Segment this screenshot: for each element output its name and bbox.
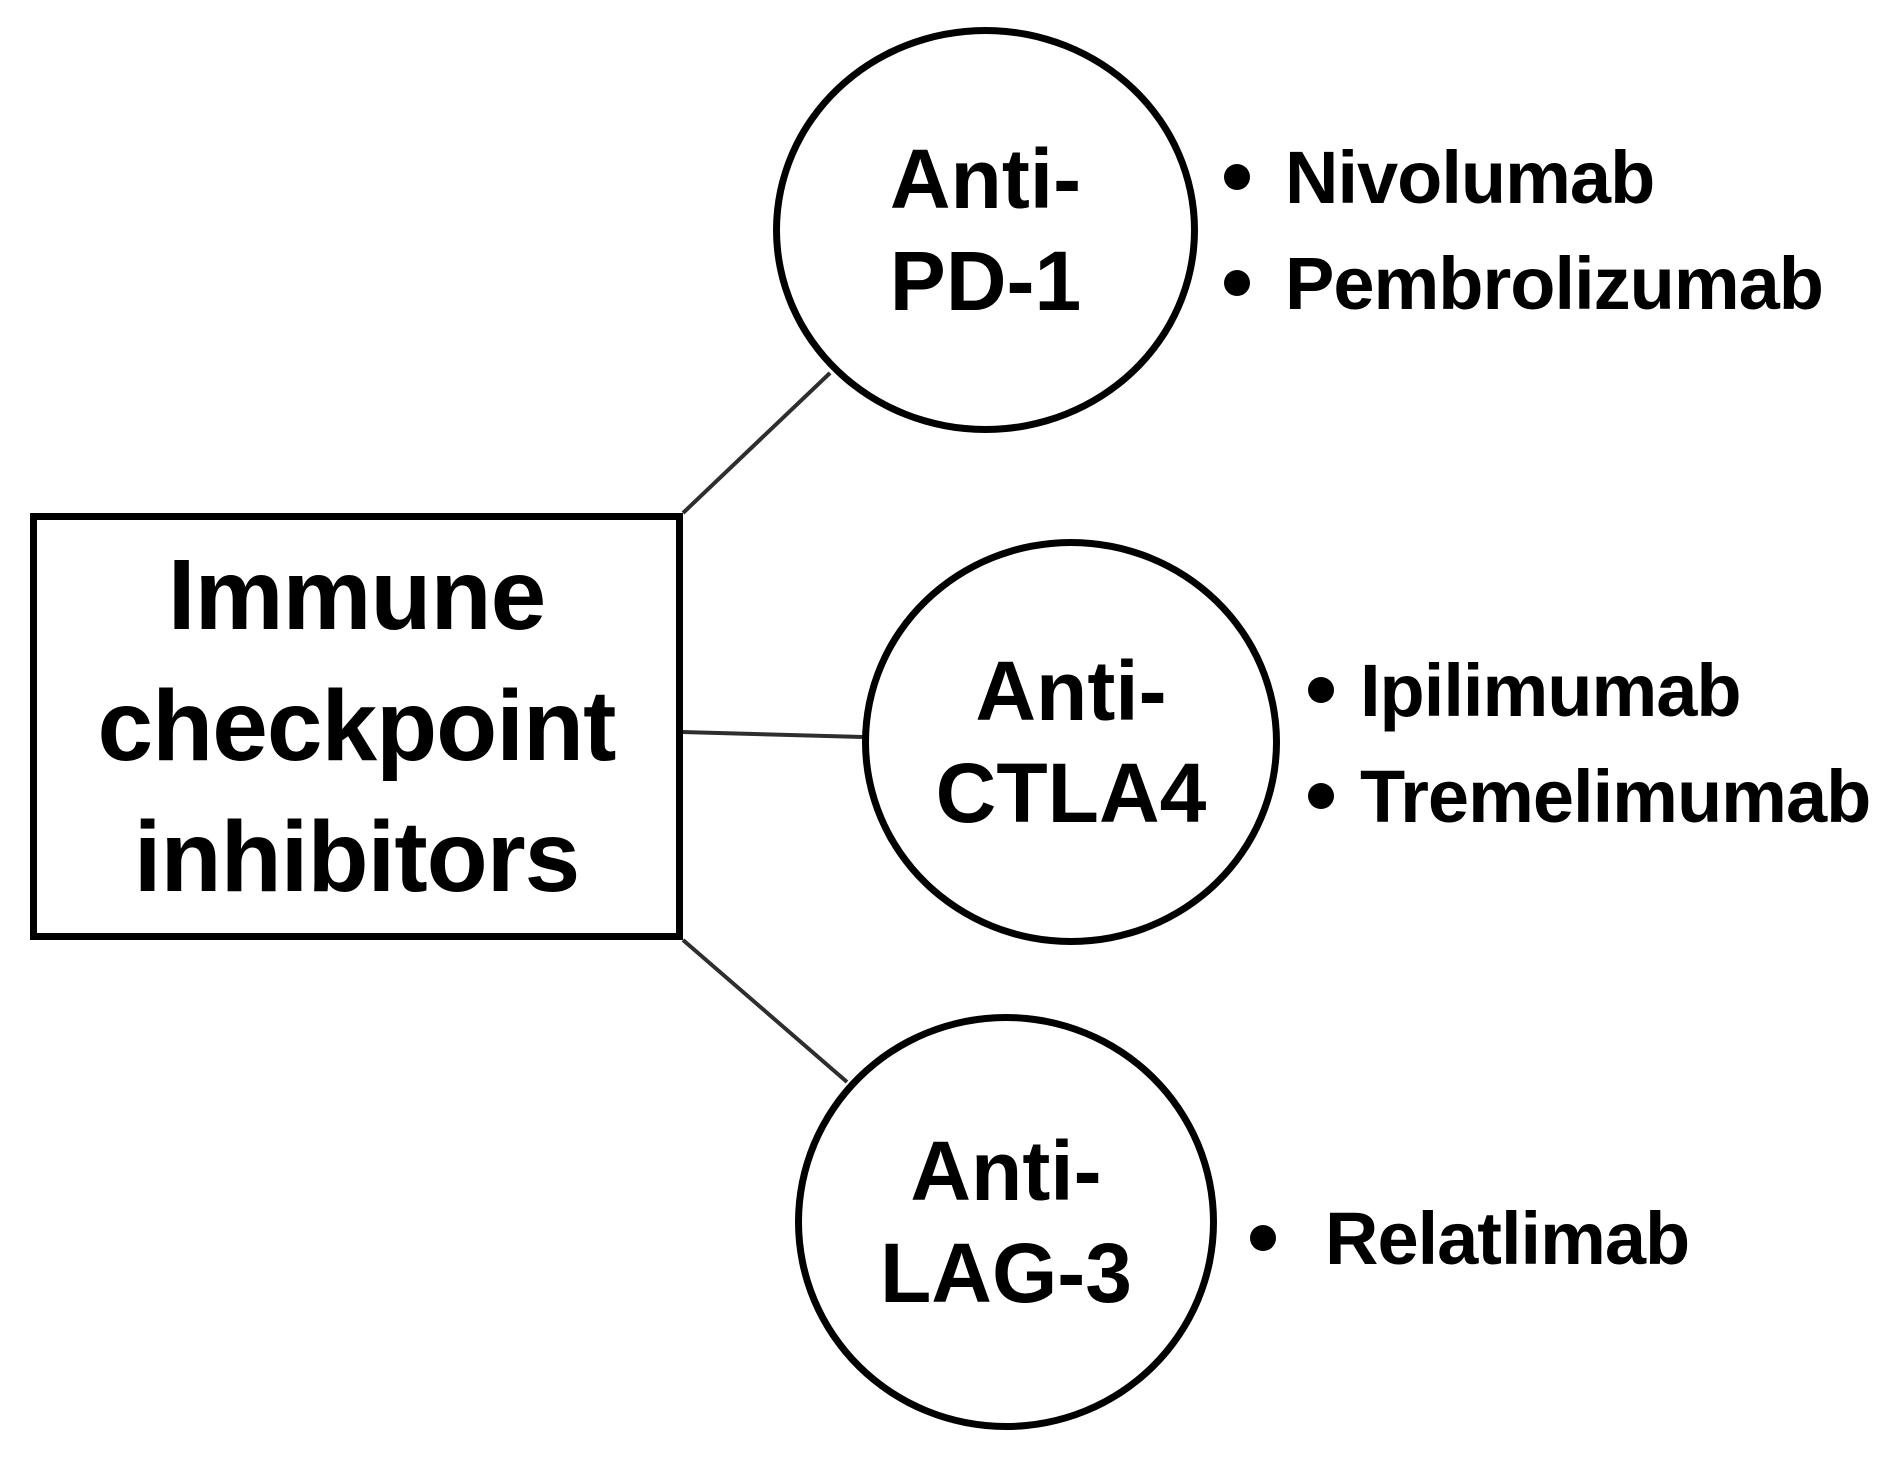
drug-label: Relatlimab <box>1325 1196 1690 1280</box>
list-item: Tremelimumab <box>1308 743 1871 849</box>
drug-label: Tremelimumab <box>1360 754 1871 838</box>
node-circle-anti-ctla4: Anti- CTLA4 <box>862 539 1280 945</box>
bullet-icon <box>1308 677 1334 703</box>
node-label-line-1: Anti- <box>889 132 1082 226</box>
node-label-line-2: LAG-3 <box>880 1226 1132 1320</box>
drug-list-anti-pd-1: Nivolumab Pembrolizumab <box>1224 124 1824 336</box>
bullet-icon <box>1308 783 1334 809</box>
connector-line-to-anti-lag-3 <box>681 938 849 1084</box>
node-circle-anti-pd-1: Anti- PD-1 <box>773 27 1198 433</box>
connector-line-to-anti-pd-1 <box>681 371 832 515</box>
drug-label: Nivolumab <box>1285 135 1655 219</box>
list-item: Nivolumab <box>1224 124 1823 230</box>
box-label-line-2: checkpoint <box>97 670 617 782</box>
bullet-icon <box>1224 270 1250 296</box>
list-item: Ipilimumab <box>1308 637 1870 743</box>
box-label-line-3: inhibitors <box>133 801 581 913</box>
immune-checkpoint-inhibitors-box: Immune checkpoint inhibitors <box>30 513 683 940</box>
list-item: Pembrolizumab <box>1224 230 1824 336</box>
bullet-icon <box>1250 1225 1276 1251</box>
node-label-line-2: CTLA4 <box>935 746 1207 840</box>
node-circle-anti-lag-3: Anti- LAG-3 <box>795 1014 1217 1430</box>
box-label-line-1: Immune <box>167 539 546 651</box>
list-item: Relatlimab <box>1250 1185 1690 1291</box>
node-label-line-1: Anti- <box>910 1124 1102 1218</box>
drug-label: Ipilimumab <box>1360 648 1742 732</box>
node-label-line-2: PD-1 <box>889 234 1082 328</box>
drug-list-anti-lag-3: Relatlimab <box>1250 1185 1690 1291</box>
bullet-icon <box>1224 164 1250 190</box>
drug-label: Pembrolizumab <box>1285 241 1824 325</box>
connector-line-to-anti-ctla4 <box>681 730 864 739</box>
node-label-line-1: Anti- <box>975 644 1167 738</box>
drug-list-anti-ctla4: Ipilimumab Tremelimumab <box>1308 637 1871 849</box>
